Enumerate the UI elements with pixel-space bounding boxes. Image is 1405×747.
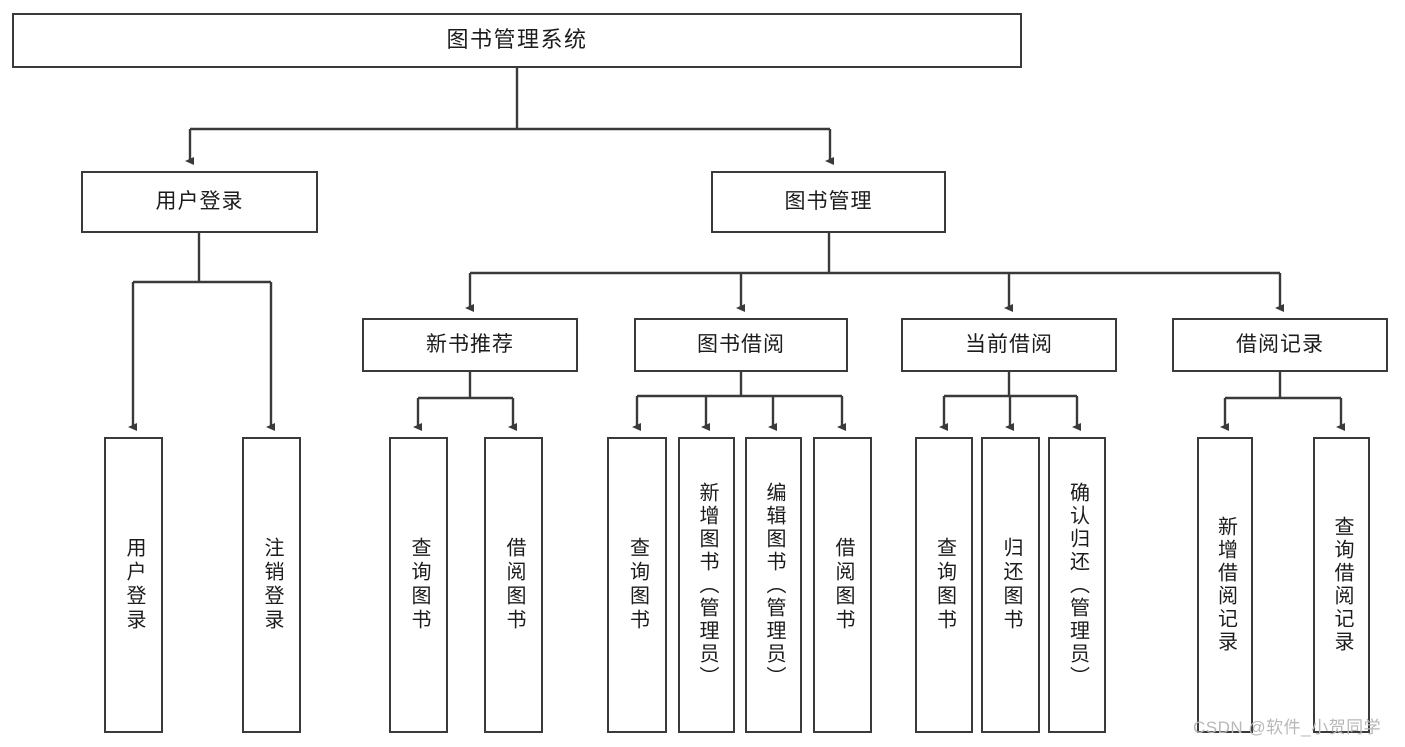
node-leaf-add-book[interactable]: 新增图书（管理员） bbox=[678, 437, 735, 733]
node-borrow-record[interactable]: 借阅记录 bbox=[1172, 318, 1388, 372]
node-leaf-borrow-book-1[interactable]: 借阅图书 bbox=[484, 437, 543, 733]
node-leaf-borrow-book-2[interactable]: 借阅图书 bbox=[813, 437, 872, 733]
watermark-text: CSDN @软件_小贺同学 bbox=[1193, 718, 1382, 737]
node-leaf-query-book-1[interactable]: 查询图书 bbox=[389, 437, 448, 733]
node-root[interactable]: 图书管理系统 bbox=[12, 13, 1022, 68]
node-leaf-query-record[interactable]: 查询借阅记录 bbox=[1313, 437, 1370, 733]
node-leaf-confirm-return[interactable]: 确认归还（管理员） bbox=[1048, 437, 1106, 733]
node-leaf-logout[interactable]: 注销登录 bbox=[242, 437, 301, 733]
node-book-borrow[interactable]: 图书借阅 bbox=[634, 318, 848, 372]
node-leaf-query-book-3[interactable]: 查询图书 bbox=[915, 437, 973, 733]
node-user-login[interactable]: 用户登录 bbox=[81, 171, 318, 233]
node-current-borrow[interactable]: 当前借阅 bbox=[901, 318, 1117, 372]
node-leaf-add-record[interactable]: 新增借阅记录 bbox=[1197, 437, 1253, 733]
node-leaf-return-book[interactable]: 归还图书 bbox=[981, 437, 1040, 733]
node-leaf-query-book-2[interactable]: 查询图书 bbox=[607, 437, 667, 733]
node-new-book-recommend[interactable]: 新书推荐 bbox=[362, 318, 578, 372]
node-book-manage[interactable]: 图书管理 bbox=[711, 171, 946, 233]
node-leaf-user-login[interactable]: 用户登录 bbox=[104, 437, 163, 733]
node-leaf-edit-book[interactable]: 编辑图书（管理员） bbox=[745, 437, 802, 733]
